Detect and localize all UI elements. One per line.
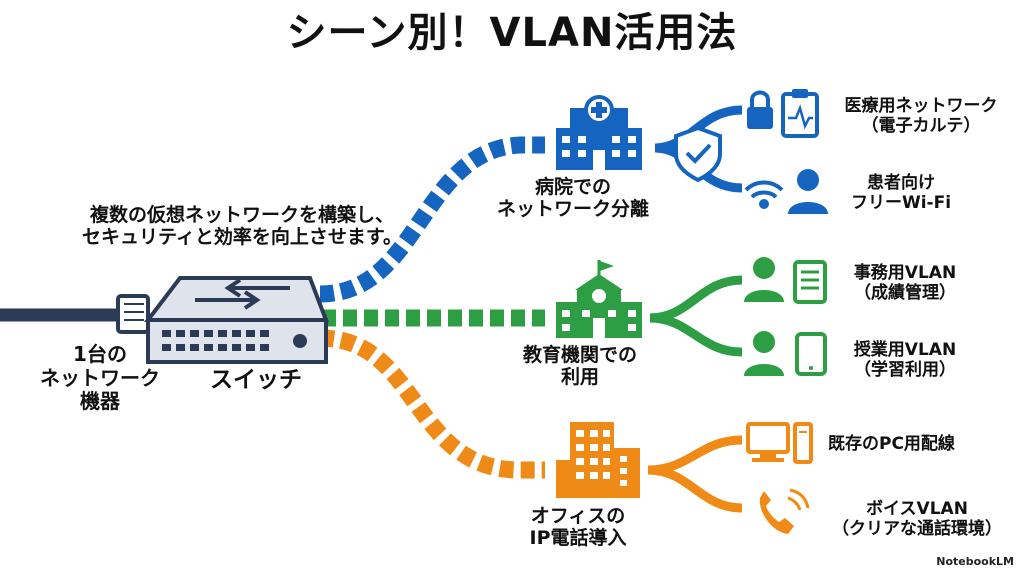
orange-path (319, 329, 545, 479)
vlan-voice-label: ボイスVLAN （クリアな通話環境） (812, 499, 1022, 539)
lock-icon (747, 90, 773, 129)
scene-office-line-1: オフィスの (530, 505, 626, 527)
vlan-pc-line-1: 既存のPC用配線 (828, 434, 955, 454)
pc-icon (746, 422, 813, 464)
vlan-voice-line-2: （クリアな通話環境） (832, 519, 1002, 540)
network-cable (0, 294, 150, 334)
vlan-patient-line-1: 患者向け (867, 173, 935, 193)
vlan-class-line-2: （学習利用） (854, 360, 956, 381)
brand-watermark: NotebookLM (936, 555, 1014, 568)
description-line-1: 複数の仮想ネットワークを構築し、 (89, 204, 394, 226)
student-icon (744, 331, 784, 376)
page-title: シーン別！VLAN活用法 (286, 10, 738, 56)
switch-label: スイッチ (210, 367, 302, 393)
vlan-admin-line-2: （成績管理） (854, 283, 956, 304)
vlan-patient-wifi-label: 患者向け フリーWi-Fi (826, 173, 976, 213)
network-device-label: 1台の ネットワーク 機器 (30, 342, 170, 414)
vlan-admin-label: 事務用VLAN （成績管理） (820, 263, 990, 303)
vlan-patient-line-2: フリーWi-Fi (850, 193, 952, 214)
scene-office-label: オフィスの IP電話導入 (498, 505, 658, 550)
scene-hospital-line-2: ネットワーク分離 (496, 198, 649, 221)
device-line-1: 1台の (73, 342, 127, 366)
vlan-voice-line-1: ボイスVLAN (866, 499, 968, 519)
office-building-icon (556, 422, 640, 498)
document-icon (793, 260, 827, 304)
phone-icon (759, 488, 810, 534)
tablet-icon (795, 332, 827, 376)
scene-office-line-2: IP電話導入 (529, 527, 627, 550)
vlan-class-label: 授業用VLAN （学習利用） (820, 340, 990, 380)
clipboard-icon (781, 89, 819, 138)
staff-icon (744, 257, 784, 302)
vlan-class-line-1: 授業用VLAN (853, 340, 957, 360)
device-line-3: 機器 (80, 389, 120, 414)
vlan-admin-line-1: 事務用VLAN (853, 263, 957, 283)
scene-education-label: 教育機関での 利用 (500, 344, 660, 389)
hospital-icon (556, 95, 642, 170)
scene-hospital-line-1: 病院での (534, 176, 611, 198)
patient-icon (788, 169, 828, 214)
vlan-medical-line-1: 医療用ネットワーク (844, 96, 998, 116)
shield-check-icon (674, 125, 722, 183)
scene-education-line-1: 教育機関での (522, 344, 637, 366)
vlan-medical-line-2: （電子カルテ） (861, 116, 981, 137)
scene-hospital-label: 病院での ネットワーク分離 (488, 176, 658, 221)
wifi-icon (744, 180, 784, 209)
vlan-paths (319, 136, 545, 479)
device-line-2: ネットワーク (40, 365, 160, 390)
description-line-2: セキュリティと効率を向上させます。 (82, 226, 402, 249)
blue-path (319, 136, 545, 303)
description-note: 複数の仮想ネットワークを構築し、 セキュリティと効率を向上させます。 (52, 204, 432, 249)
school-icon (556, 260, 642, 338)
vlan-medical-label: 医療用ネットワーク （電子カルテ） (826, 96, 1016, 136)
scene-education-line-2: 利用 (560, 366, 599, 389)
switch-icon (143, 276, 329, 364)
vlan-pc-wiring-label: 既存のPC用配線 (828, 434, 998, 454)
